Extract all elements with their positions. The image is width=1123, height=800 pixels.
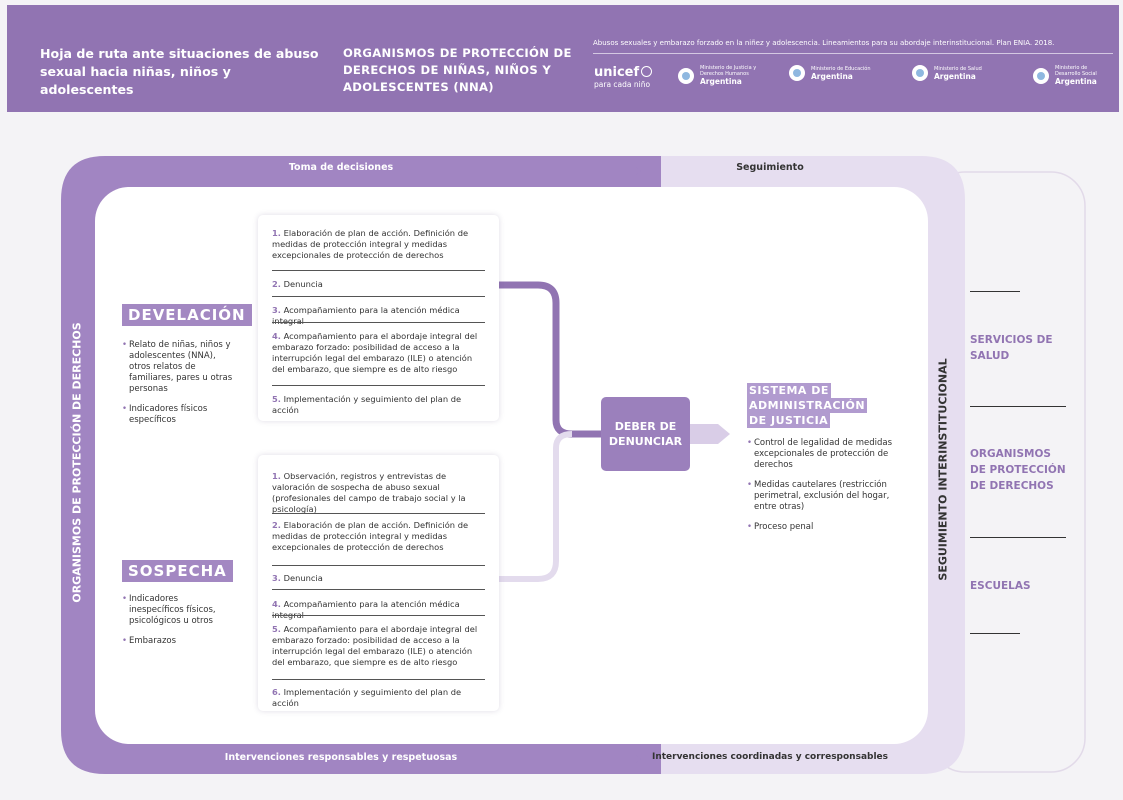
argentina-seal-icon <box>1033 67 1049 84</box>
sospecha-bullets: Indicadores inespecíficos físicos, psico… <box>122 594 227 656</box>
source-reference: Abusos sexuales y embarazo forzado en la… <box>593 38 1113 54</box>
step-item: 5. Implementación y seguimiento del plan… <box>272 394 462 415</box>
develacion-steps-card: 1. Elaboración de plan de acción. Defini… <box>258 215 499 421</box>
divider <box>272 296 485 297</box>
list-item: Indicadores inespecíficos físicos, psico… <box>122 594 227 627</box>
divider <box>272 322 485 323</box>
step-item: 4. Acompañamiento para la atención médic… <box>272 599 460 620</box>
divider <box>272 270 485 271</box>
list-item: Indicadores físicos específicos <box>122 404 237 426</box>
organism-title: ORGANISMOS DE PROTECCIÓN DE DERECHOS DE … <box>343 46 572 94</box>
divider <box>970 633 1020 634</box>
divider <box>970 537 1066 538</box>
band-intervenciones-coordinadas: Intervenciones coordinadas y corresponsa… <box>651 752 889 762</box>
list-item: Relato de niñas, niños y adolescentes (N… <box>122 340 237 395</box>
sistema-justicia-title: SISTEMA DE ADMINISTRACIÓN DE JUSTICIA <box>747 383 868 428</box>
step-item: 3. Denuncia <box>272 573 323 583</box>
divider <box>272 565 485 566</box>
divider <box>272 513 485 514</box>
argentina-seal-icon <box>678 67 694 84</box>
develacion-title: DEVELACIÓN <box>122 304 252 326</box>
escuelas-label: ESCUELAS <box>970 580 1031 592</box>
servicios-salud-label: SERVICIOS DE SALUD <box>970 334 1053 362</box>
list-item: Proceso penal <box>747 522 897 533</box>
argentina-seal-icon <box>789 65 805 81</box>
band-toma-decisiones: Toma de decisiones <box>288 162 394 173</box>
step-item: 1. Observación, registros y entrevistas … <box>272 471 466 514</box>
step-item: 2. Denuncia <box>272 279 323 289</box>
divider <box>272 615 485 616</box>
vertical-label-seguimiento: SEGUIMIENTO INTERINSTITUCIONAL <box>936 358 950 581</box>
unicef-logo: unicef para cada niño <box>594 65 653 90</box>
organismos-label: ORGANISMOS DE PROTECCIÓN DE DERECHOS <box>970 448 1066 492</box>
ministry-social-logo: Ministerio de Desarrollo Social Argentin… <box>1033 65 1110 86</box>
unicef-name: unicef <box>594 65 640 80</box>
sospecha-steps-card: 1. Observación, registros y entrevistas … <box>258 455 499 711</box>
sistema-bullets: Control de legalidad de medidas excepcio… <box>747 438 897 542</box>
divider <box>272 679 485 680</box>
sospecha-title: SOSPECHA <box>122 560 233 582</box>
globe-icon <box>641 66 653 77</box>
band-seguimiento: Seguimiento <box>736 162 804 173</box>
step-item: 1. Elaboración de plan de acción. Defini… <box>272 228 469 260</box>
header-banner: Hoja de ruta ante situaciones de abuso s… <box>7 5 1119 112</box>
step-item: 6. Implementación y seguimiento del plan… <box>272 687 462 708</box>
band-intervenciones-responsables: Intervenciones responsables y respetuosa… <box>224 752 458 763</box>
list-item: Control de legalidad de medidas excepcio… <box>747 438 897 471</box>
step-item: 3. Acompañamiento para la atención médic… <box>272 305 460 326</box>
step-item: 2. Elaboración de plan de acción. Defini… <box>272 520 469 552</box>
vertical-label-organismos: ORGANISMOS DE PROTECCIÓN DE DERECHOS <box>70 322 84 603</box>
ministry-justice-logo: Ministerio de Justicia y Derechos Humano… <box>678 65 760 86</box>
divider <box>272 589 485 590</box>
list-item: Medidas cautelares (restricción perimetr… <box>747 480 897 513</box>
step-item: 5. Acompañamiento para el abordaje integ… <box>272 624 478 667</box>
divider <box>970 406 1066 407</box>
unicef-tagline: para cada niño <box>594 80 651 89</box>
roadmap-title: Hoja de ruta ante situaciones de abuso s… <box>40 46 319 97</box>
divider <box>272 385 485 386</box>
ministry-education-logo: Ministerio de Educación Argentina <box>789 65 881 81</box>
step-item: 4. Acompañamiento para el abordaje integ… <box>272 331 478 374</box>
argentina-seal-icon <box>912 65 928 81</box>
list-item: Embarazos <box>122 636 227 647</box>
divider <box>970 291 1020 292</box>
ministry-health-logo: Ministerio de Salud Argentina <box>912 65 994 81</box>
deber-denunciar-box: DEBER DE DENUNCIAR <box>601 397 690 471</box>
develacion-bullets: Relato de niñas, niños y adolescentes (N… <box>122 340 237 435</box>
